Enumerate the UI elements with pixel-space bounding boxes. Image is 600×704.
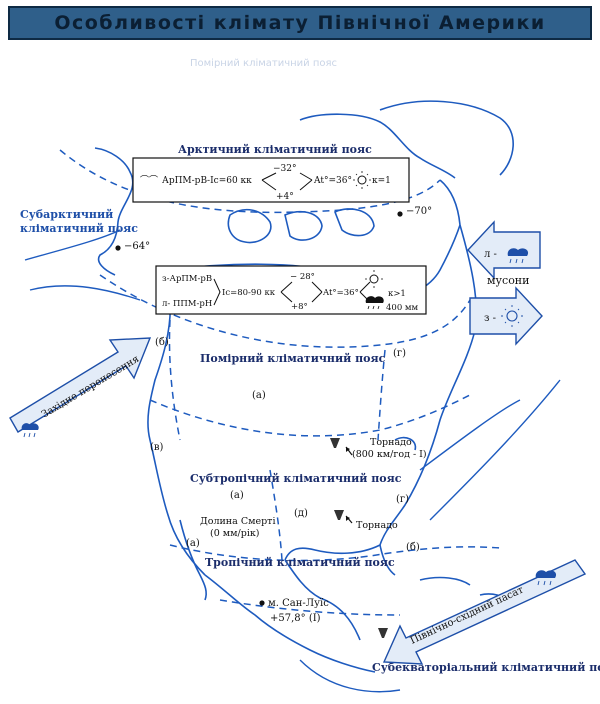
point-nw-dot xyxy=(115,245,121,251)
monsoons-label: мусони xyxy=(487,274,529,287)
arctic-temp-summer: +4° xyxy=(276,192,294,202)
region-b2: (б) xyxy=(406,542,420,553)
cloud-icon: ⌒⌒ xyxy=(140,175,158,186)
monsoon-winter-label: з - xyxy=(484,313,496,324)
belt-subarctic-line1: Субарктичний xyxy=(20,208,113,221)
rain-cloud-icon xyxy=(365,296,384,310)
tornado-icon xyxy=(334,510,344,520)
flow-lines xyxy=(24,229,561,693)
belt-arctic: Арктичний кліматичний пояс xyxy=(178,143,372,156)
belt-subequatorial: Субекваторіальний кліматичний пояс xyxy=(372,661,600,674)
temperate-precip: 400 мм xyxy=(386,303,419,313)
sun-icon xyxy=(365,270,383,288)
rain-cloud-icon xyxy=(21,423,39,438)
temperate-amplitude: At°=36° xyxy=(322,288,359,298)
point-ne-temp: −70° xyxy=(406,206,432,217)
title-bar: Особливості клімату Північної Америки xyxy=(8,6,592,40)
death-valley-name: Долина Смерті xyxy=(200,516,275,527)
rain-cloud-icon xyxy=(507,248,529,264)
belt-subarctic-line2: кліматичний пояс xyxy=(20,222,138,235)
san-luis-name: м. Сан-Луїс xyxy=(268,598,329,609)
temperate-temp-winter: − 28° xyxy=(290,272,315,282)
region-g2: (г) xyxy=(396,494,409,505)
belt-tropical: Тропічний кліматичний пояс xyxy=(205,556,395,569)
tornado-icon xyxy=(378,628,388,638)
arctic-k-value: к=1 xyxy=(372,176,391,186)
region-a1: (а) xyxy=(252,390,266,401)
page-title: Особливості клімату Північної Америки xyxy=(54,12,546,34)
arctic-info-box: ⌒⌒ АрПМ-рВ-Іс=60 кк −32° +4° At°=36° к=1 xyxy=(132,157,410,203)
tornado-speed: (800 км/год - І) xyxy=(352,449,427,460)
belt-boundaries xyxy=(59,149,501,616)
arctic-amplitude: At°=36° xyxy=(313,176,352,186)
tornado-label-2: Торнадо xyxy=(356,520,398,531)
point-ne-dot xyxy=(397,211,403,217)
trade-wind-arrow: Північно-східний пасат xyxy=(382,559,587,665)
region-b1: (б) xyxy=(155,337,169,348)
rain-cloud-icon xyxy=(535,570,557,586)
region-g1: (г) xyxy=(393,348,406,359)
region-v: (в) xyxy=(150,442,164,453)
arctic-temp-winter: −32° xyxy=(273,164,297,174)
arctic-air-mass: АрПМ-рВ-Іс=60 кк xyxy=(162,176,252,186)
tornado-icon xyxy=(330,438,340,448)
coastline xyxy=(94,100,514,673)
faint-text: Помірний кліматичний пояс xyxy=(190,57,337,69)
temperate-air-winter: з-АрПМ-рВ xyxy=(162,274,212,284)
region-a2: (а) xyxy=(230,490,244,501)
tornado-label: Торнадо xyxy=(370,437,412,448)
monsoon-summer-label: л - xyxy=(484,249,497,260)
temperate-air-summer: л- ППМ-рН xyxy=(162,299,212,309)
belt-subtropical: Субтропічний кліматичний пояс xyxy=(190,472,402,485)
westerlies-arrow: Західне перенесення xyxy=(9,337,152,438)
temperate-temp-summer: +8° xyxy=(291,302,308,312)
westerlies-label: Західне перенесення xyxy=(40,354,141,421)
sun-icon xyxy=(501,305,523,327)
temperate-radiation: Іс=80-90 кк xyxy=(222,288,276,298)
temperate-info-box: з-АрПМ-рВ л- ППМ-рН Іс=80-90 кк − 28° +8… xyxy=(155,265,427,315)
point-nw-temp: −64° xyxy=(124,241,150,252)
temperate-k-value: к>1 xyxy=(388,289,406,299)
san-luis-temp: +57,8° (І) xyxy=(270,613,321,624)
belt-temperate: Помірний кліматичний пояс xyxy=(200,352,386,365)
monsoon-winter-arrow: з - xyxy=(469,286,543,346)
trade-wind-label: Північно-східний пасат xyxy=(409,584,526,646)
san-luis-dot xyxy=(259,600,265,606)
monsoon-summer-arrow: л - xyxy=(467,220,541,280)
sun-icon xyxy=(353,171,371,189)
death-valley-precip: (0 мм/рік) xyxy=(210,528,260,539)
region-a3: (а) xyxy=(186,538,200,549)
region-d: (д) xyxy=(294,508,308,519)
